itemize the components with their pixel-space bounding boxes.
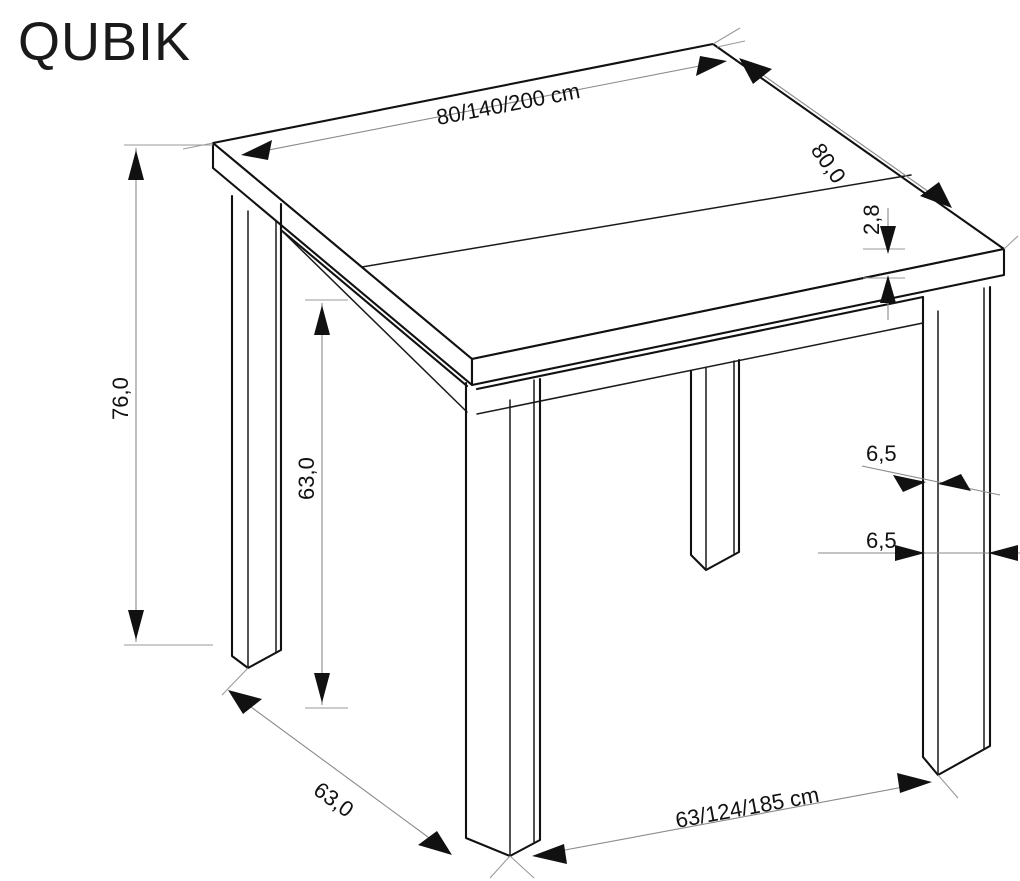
dimension-label-footprint-width: 63/124/185 cm <box>673 782 821 833</box>
arrow-head <box>128 150 144 180</box>
dimension-label-leg-thickness-angled: 6,5 <box>866 441 897 466</box>
dimension-top-thickness: 2,8 <box>859 204 905 320</box>
leg-back-left <box>230 194 283 670</box>
dimension-leg-width-horizontal: 6,5 <box>818 528 1020 561</box>
arrow-head <box>938 474 971 491</box>
arrow-head <box>893 475 926 492</box>
arrow-head <box>241 140 272 160</box>
dimension-clearance-height: 63,0 <box>294 299 348 709</box>
arrow-head <box>880 275 896 303</box>
arrow-head <box>880 226 896 254</box>
arrow-head <box>920 182 952 208</box>
tabletop-edge-front-right <box>470 247 1006 387</box>
arrow-head <box>988 545 1018 561</box>
arrow-head <box>895 545 925 561</box>
dimension-label-leg-width-horizontal: 6,5 <box>866 528 897 553</box>
dimension-label-footprint-depth: 63,0 <box>309 777 358 822</box>
arrow-head <box>418 831 452 855</box>
apron-left <box>279 202 469 413</box>
leg-back-right <box>689 358 741 572</box>
dimension-label-total-height: 76,0 <box>108 377 133 420</box>
arrow-head <box>897 773 932 793</box>
arrow-head <box>128 610 144 640</box>
arrow-head <box>532 844 567 864</box>
dimension-leg-thickness-angled: 6,5 <box>861 441 1001 496</box>
arrow-head <box>314 305 330 335</box>
dimension-total-height: 76,0 <box>108 144 213 646</box>
arrow-head <box>228 690 262 714</box>
arrow-head <box>739 58 772 84</box>
product-title: QUBIK <box>18 12 191 72</box>
tabletop-extension-seam <box>343 174 912 271</box>
leg-front-left <box>464 377 542 858</box>
dimension-label-top-thickness: 2,8 <box>859 204 884 235</box>
dimension-label-clearance-height: 63,0 <box>294 457 319 500</box>
arrow-head <box>696 56 727 76</box>
dimension-footprint-width: 63/124/185 cm <box>509 773 959 879</box>
leg-front-right <box>921 285 992 777</box>
tabletop-top-surface <box>211 42 1006 361</box>
arrow-head <box>314 673 330 703</box>
